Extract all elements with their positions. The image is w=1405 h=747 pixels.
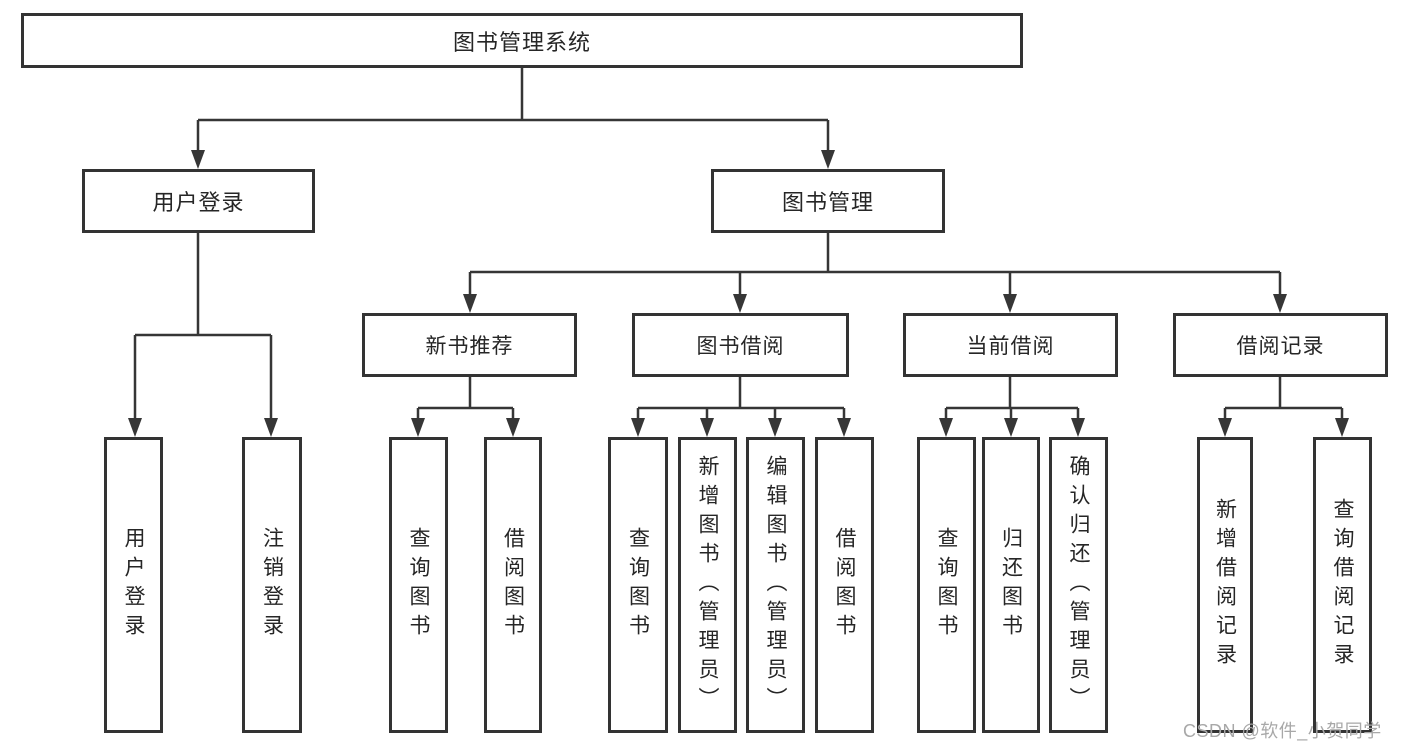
node-add-book-admin: 新增图书（管理员） [678, 437, 737, 733]
node-system-label: 图书管理系统 [452, 29, 591, 55]
node-book-borrowing: 图书借阅 [632, 313, 849, 377]
node-query-borrow-record: 查询借阅记录 [1313, 437, 1372, 733]
node-logout: 注销登录 [242, 437, 302, 733]
node-login-label: 用户登录 [122, 527, 145, 643]
watermark: CSDN @软件_小贺同学 [1183, 721, 1382, 741]
node-recommend-query-book-label: 查询图书 [407, 527, 430, 643]
node-edit-book-admin: 编辑图书（管理员） [746, 437, 805, 733]
node-recommend-query-book: 查询图书 [389, 437, 448, 733]
node-return-book: 归还图书 [982, 437, 1040, 733]
node-recommend-borrow-book-label: 借阅图书 [501, 527, 525, 643]
node-borrow-borrow-book-label: 借阅图书 [833, 527, 856, 643]
node-borrow-query-book: 查询图书 [608, 437, 668, 733]
node-current-query-book-label: 查询图书 [935, 527, 958, 643]
node-logout-label: 注销登录 [260, 527, 284, 643]
node-query-borrow-record-label: 查询借阅记录 [1331, 498, 1354, 672]
node-confirm-return-admin: 确认归还（管理员） [1049, 437, 1108, 733]
node-login: 用户登录 [104, 437, 163, 733]
node-borrowing-records-label: 借阅记录 [1236, 335, 1325, 358]
node-book-borrowing-label: 图书借阅 [696, 335, 785, 358]
node-current-borrowing: 当前借阅 [903, 313, 1118, 377]
node-book-management: 图书管理 [711, 169, 945, 233]
node-return-book-label: 归还图书 [999, 527, 1023, 643]
arrowheads [128, 150, 1349, 437]
node-new-book-recommend: 新书推荐 [362, 313, 577, 377]
node-borrow-borrow-book: 借阅图书 [815, 437, 874, 733]
node-add-borrow-record-label: 新增借阅记录 [1213, 498, 1237, 672]
node-new-book-recommend-label: 新书推荐 [425, 335, 514, 358]
node-current-query-book: 查询图书 [917, 437, 976, 733]
node-confirm-return-admin-label: 确认归还（管理员） [1067, 454, 1090, 716]
connector-paths [133, 68, 1344, 419]
node-borrowing-records: 借阅记录 [1173, 313, 1388, 377]
node-recommend-borrow-book: 借阅图书 [484, 437, 542, 733]
node-add-book-admin-label: 新增图书（管理员） [696, 454, 719, 716]
node-borrow-query-book-label: 查询图书 [626, 527, 650, 643]
node-edit-book-admin-label: 编辑图书（管理员） [764, 454, 787, 716]
node-user-login-label: 用户登录 [152, 190, 245, 215]
node-current-borrowing-label: 当前借阅 [966, 335, 1055, 358]
node-system: 图书管理系统 [21, 13, 1023, 68]
node-add-borrow-record: 新增借阅记录 [1197, 437, 1253, 733]
node-user-login: 用户登录 [82, 169, 315, 233]
node-book-management-label: 图书管理 [781, 190, 874, 215]
